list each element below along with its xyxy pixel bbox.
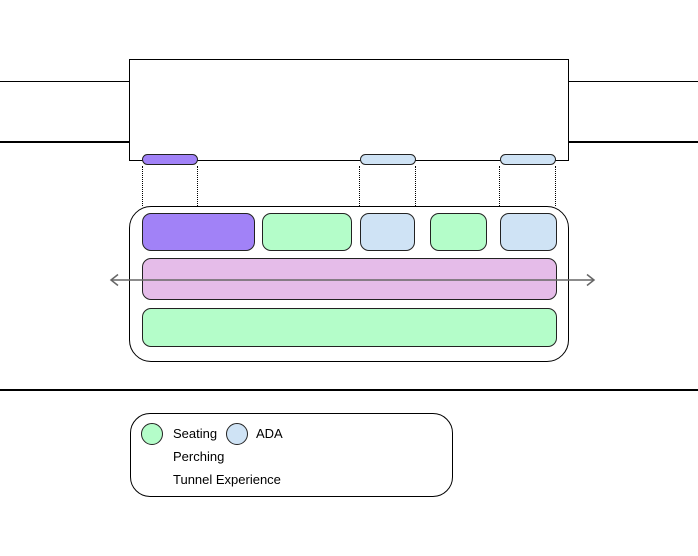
dotted-guide-line <box>554 166 556 206</box>
corridor-line-top-left <box>0 80 129 82</box>
legend-label-tunnel-experience: Tunnel Experience <box>173 472 281 487</box>
corridor-line-top-right <box>568 80 698 82</box>
legend-label-ada: ADA <box>256 426 283 441</box>
corridor-line-bottom-right <box>568 141 698 143</box>
ada-swatch <box>226 422 248 445</box>
dotted-guide-line <box>414 166 416 206</box>
width-arrow-lines <box>109 273 596 287</box>
door-tab-purple <box>142 154 198 165</box>
dotted-guide-line <box>141 166 143 206</box>
seating-swatch <box>141 422 163 445</box>
door-tab-blue-2 <box>499 154 556 165</box>
perching-strip <box>141 258 557 300</box>
dotted-guide-line <box>359 166 360 206</box>
amenity-block-seating-2 <box>429 213 487 251</box>
legend-box: Seating ADA Perching Tunnel Experience <box>130 413 453 497</box>
tunnel-experience-strip <box>141 308 557 347</box>
door-tab-blue-1 <box>359 154 416 165</box>
station-box <box>128 59 569 161</box>
width-arrow <box>109 273 596 287</box>
arrowhead-right-icon <box>586 273 596 287</box>
ground-line <box>0 389 698 391</box>
dotted-guide-line <box>197 166 198 206</box>
corridor-line-bottom-left <box>0 141 129 143</box>
amenity-block-seating-1 <box>261 213 352 251</box>
arrowhead-left-icon <box>109 273 119 287</box>
legend-label-seating: Seating <box>173 426 218 441</box>
amenity-block-ada-1 <box>359 213 415 251</box>
amenity-block-purple <box>141 213 255 251</box>
legend-label-perching: Perching <box>173 449 225 464</box>
dotted-guide-line <box>499 166 500 206</box>
amenity-block-ada-2 <box>499 213 557 251</box>
